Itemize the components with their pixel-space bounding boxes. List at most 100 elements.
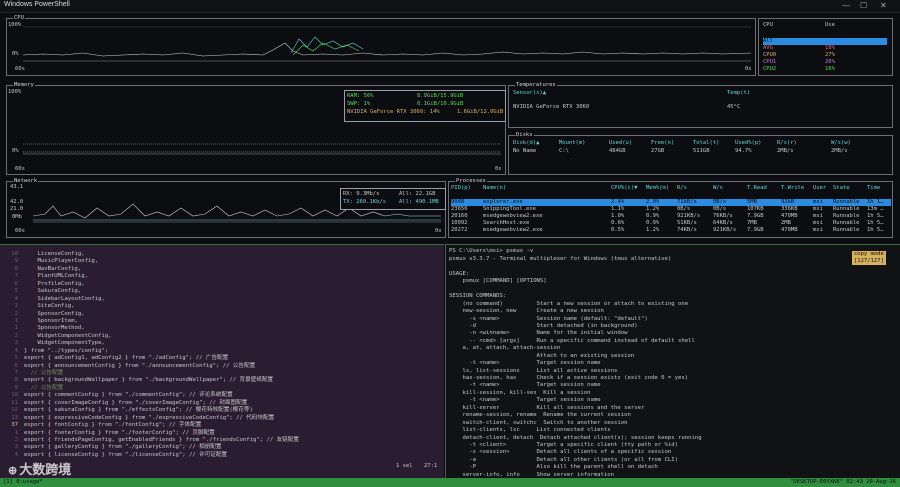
editor-line[interactable]: 3 SiteConfig,: [0, 303, 444, 310]
maximize-button[interactable]: ☐: [860, 1, 868, 10]
temp-value-header[interactable]: Temp(t): [727, 90, 751, 96]
process-cell: SnippingTool.exe: [483, 206, 536, 212]
minimize-button[interactable]: —: [842, 1, 850, 10]
editor-line[interactable]: 9 MusicPlayerConfig,: [0, 258, 444, 265]
process-cell: explorer.exe: [483, 199, 523, 205]
terminal-pane[interactable]: PS C:\Users\msi> psmux -v copy mode [127…: [445, 244, 900, 479]
editor-line[interactable]: 2 WidgetComponentConfig,: [0, 333, 444, 340]
process-cell: 9048: [451, 199, 465, 205]
disk-col-header[interactable]: W/s(w): [831, 140, 851, 146]
line-number: 9: [14, 258, 18, 265]
cpu-x-right: 0s: [745, 66, 752, 72]
disk-col-header[interactable]: Mount(m): [559, 140, 586, 146]
line-text: export { backgroundWallpaper } from "./b…: [24, 377, 274, 384]
network-legend: RX: 9.3Mb/s All: 22.1GB TX: 260.1Kb/s Al…: [340, 188, 446, 210]
line-number: 10: [11, 392, 18, 399]
temperatures-panel-title: Temperatures: [515, 81, 557, 89]
editor-pane[interactable]: 10 LicenseConfig,9 MusicPlayerConfig,8 N…: [0, 244, 444, 479]
process-col-header[interactable]: T.Read: [747, 185, 767, 191]
status-left[interactable]: [1] 0:usage*: [3, 479, 43, 485]
process-cell: msedgewebview2.exe: [483, 213, 543, 219]
disk-col-header[interactable]: Used(u): [609, 140, 633, 146]
cpu-graph: [23, 26, 751, 62]
editor-line[interactable]: 7 // 公告配置: [0, 370, 444, 377]
terminal-line: new-session, new Create a new session: [449, 308, 604, 315]
process-col-header[interactable]: Time: [867, 185, 881, 191]
disk-col-header[interactable]: Used%(p): [735, 140, 762, 146]
process-col-header[interactable]: Name(n): [483, 185, 507, 191]
cpu-table-panel: CPU Use All AVG 18% CPU0 27% CPU1 26% CP…: [758, 18, 893, 76]
process-col-header[interactable]: PID(p): [451, 185, 471, 191]
process-col-header[interactable]: R/s: [677, 185, 687, 191]
cpu-graph-panel: CPU 100% 0% 60s 0s: [6, 14, 756, 76]
disk-col-header[interactable]: Total(t): [693, 140, 720, 146]
editor-line[interactable]: 8 NavBarConfig,: [0, 266, 444, 273]
cpu-row-cpu0[interactable]: CPU0: [763, 52, 777, 58]
cpu-row-cpu2[interactable]: CPU2: [763, 66, 777, 72]
status-right: "DESKTOP-E05XKK" 02:43 20-Aug-26: [790, 479, 896, 485]
editor-line[interactable]: 10 LicenseConfig,: [0, 251, 444, 258]
temp-sensor-header[interactable]: Sensor(s)▲: [513, 90, 547, 96]
editor-line[interactable]: 3 WidgetComponentType,: [0, 340, 444, 347]
editor-line[interactable]: 5 SakuraConfig,: [0, 288, 444, 295]
editor-line[interactable]: 9 // 公告配置: [0, 385, 444, 392]
disk-col-header[interactable]: Free(n): [651, 140, 675, 146]
editor-line[interactable]: 7 PlantUMLConfig,: [0, 273, 444, 280]
process-col-header[interactable]: W/s: [713, 185, 723, 191]
process-cell: 0.6%: [611, 220, 625, 226]
line-text: WidgetComponentType,: [24, 340, 105, 347]
line-number: 5: [14, 288, 18, 295]
cpu-row-avg-use: 18%: [825, 45, 835, 51]
disk-col-header[interactable]: Disk(d)▲: [513, 140, 540, 146]
process-cell: 0B/s: [713, 206, 727, 212]
terminal-prompt: PS C:\Users\msi> psmux -v: [449, 248, 534, 254]
line-text: } from "../types/config";: [24, 347, 109, 354]
process-cell: 1.1%: [611, 206, 625, 212]
line-text: WidgetComponentConfig,: [24, 332, 112, 339]
line-number: 6: [14, 362, 18, 369]
editor-line[interactable]: 4} from "../types/config";: [0, 348, 444, 355]
process-col-header[interactable]: User: [813, 185, 827, 191]
disk-col-header[interactable]: R/s(r): [777, 140, 797, 146]
process-col-header[interactable]: CPU%(c)▼: [611, 185, 638, 191]
disk-cell: C:\: [559, 148, 569, 154]
process-cell: 336KB: [781, 206, 798, 212]
process-cell: msi: [813, 206, 823, 212]
processes-panel-title: Processes: [455, 177, 487, 185]
process-cell: 2.0%: [646, 199, 660, 205]
process-col-header[interactable]: T.Write: [781, 185, 805, 191]
process-col-header[interactable]: State: [833, 185, 850, 191]
editor-line[interactable]: 6 ProfileConfig,: [0, 281, 444, 288]
process-cell: 470MB: [781, 227, 798, 233]
process-cell: 10092: [451, 220, 468, 226]
cpu-row-all[interactable]: All: [763, 38, 887, 45]
close-button[interactable]: ✕: [880, 1, 887, 10]
editor-line[interactable]: 2 SponsorConfig,: [0, 311, 444, 318]
cpu-row-avg[interactable]: AVG: [763, 45, 773, 51]
line-text: export { footerConfig } from "./footerCo…: [24, 429, 215, 436]
memory-y-top: 100%: [8, 89, 22, 95]
cpu-row-cpu1[interactable]: CPU1: [763, 59, 777, 65]
terminal-line: -t <name> Target session name: [449, 360, 601, 367]
editor-line[interactable]: 4 SidebarLayoutConfig,: [0, 296, 444, 303]
editor-line[interactable]: 1 SponsorMethod,: [0, 325, 444, 332]
editor-line[interactable]: 1 SponsorItem,: [0, 318, 444, 325]
process-col-header[interactable]: Mem%(m): [646, 185, 670, 191]
